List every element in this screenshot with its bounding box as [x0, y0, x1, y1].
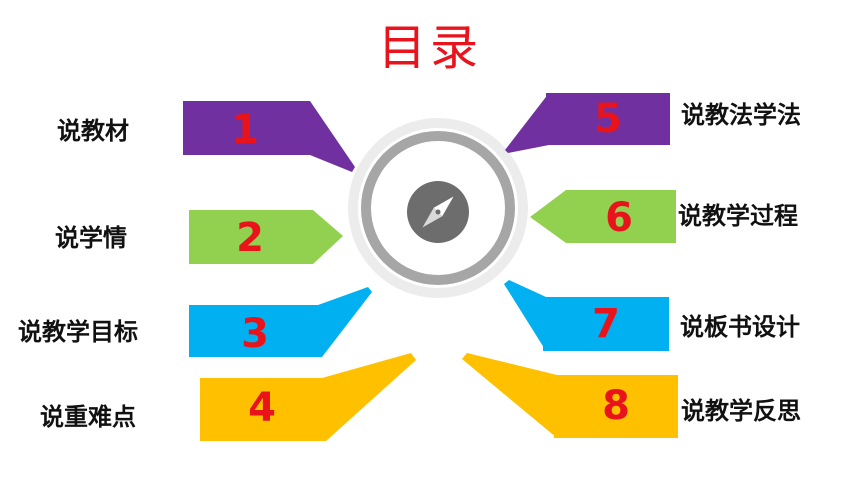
item-label-3[interactable]: 说教学目标	[18, 318, 138, 346]
item-number-6: 6	[605, 195, 633, 241]
item-number-7: 7	[592, 301, 620, 347]
item-number-5: 5	[594, 96, 622, 142]
menu-item-6-shape[interactable]	[530, 190, 676, 243]
menu-item-4-shape[interactable]	[200, 353, 416, 441]
item-number-4: 4	[248, 385, 276, 431]
item-label-8[interactable]: 说教学反思	[681, 397, 801, 425]
item-label-7[interactable]: 说板书设计	[680, 313, 800, 341]
item-label-2[interactable]: 说学情	[55, 224, 127, 252]
compass-icon	[422, 196, 454, 228]
item-label-1[interactable]: 说教材	[57, 117, 129, 145]
menu-item-3-shape[interactable]	[189, 287, 372, 357]
item-label-5[interactable]: 说教法学法	[681, 101, 801, 129]
center-hub	[348, 118, 528, 298]
item-number-2: 2	[236, 215, 264, 261]
item-number-3: 3	[241, 311, 269, 357]
item-number-1: 1	[231, 107, 259, 153]
page-title: 目录	[377, 20, 482, 76]
item-number-8: 8	[602, 383, 630, 429]
menu-item-5-shape[interactable]	[505, 93, 670, 153]
menu-item-2-shape[interactable]	[189, 210, 343, 264]
menu-item-7-shape[interactable]	[504, 280, 669, 351]
menu-item-1-shape[interactable]	[183, 101, 355, 172]
menu-item-8-shape[interactable]	[462, 353, 678, 438]
item-label-6[interactable]: 说教学过程	[678, 202, 798, 230]
hub-inner-ring	[361, 131, 515, 285]
item-label-4[interactable]: 说重难点	[40, 403, 136, 431]
